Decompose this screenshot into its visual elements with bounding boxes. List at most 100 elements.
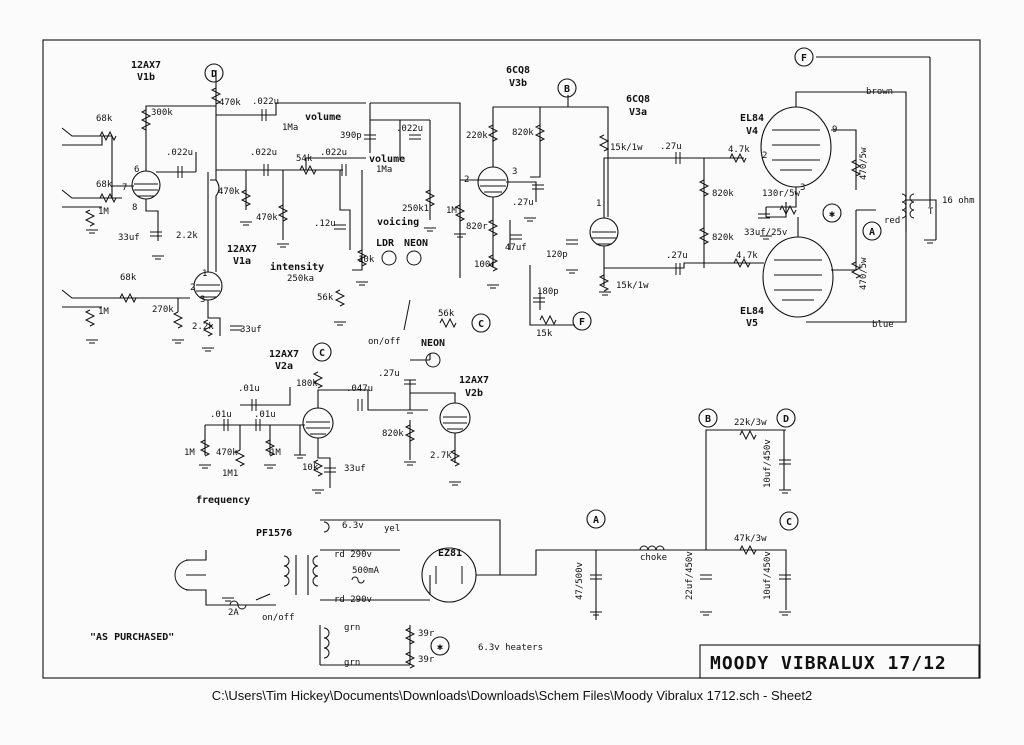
switch-label: on/off — [262, 613, 295, 623]
pin-number: 2 — [762, 151, 767, 161]
capacitor-label: 180p — [537, 287, 559, 297]
node-label: ✱ — [437, 642, 443, 653]
node-label: C — [478, 319, 484, 330]
resistor-label: 470k — [218, 187, 240, 197]
resistor-label: 470k — [216, 448, 238, 458]
as-purchased-note: "AS PURCHASED" — [90, 632, 174, 643]
volume-label: volume — [305, 112, 341, 123]
neon-label: NEON — [404, 238, 428, 249]
tube-type: 6CQ8 — [626, 94, 650, 105]
capacitor-label: 120p — [546, 250, 568, 260]
tube-id: V2b — [465, 388, 483, 399]
resistor-label: 300k — [151, 108, 173, 118]
winding-label: rd 290v — [334, 595, 372, 605]
pin-number: 2 — [464, 175, 469, 185]
capacitor-label: .12u — [314, 219, 336, 229]
capacitor-label: .27u — [666, 251, 688, 261]
node-label: D — [783, 414, 789, 425]
voicing-label: voicing — [377, 216, 419, 228]
resistor-label: 68k — [96, 180, 113, 190]
resistor-label: 820k — [382, 429, 404, 439]
capacitor-label: 10uf/450v — [763, 551, 773, 600]
node-label: C — [786, 517, 792, 528]
pin-number: 3 — [512, 167, 517, 177]
output-label: 16 ohm — [942, 196, 975, 206]
wire-color-label: grn — [344, 623, 360, 633]
component-labels: 68k 68k 1M 300k .022u 470k .022u 2.2k 33… — [96, 87, 975, 668]
control-labels: volume 1Ma volume 1Ma voicing 250k1 inte… — [196, 112, 445, 506]
node-label: C — [319, 348, 325, 359]
wire-color-label: grn — [344, 658, 360, 668]
resistor-label: 1M — [98, 307, 109, 317]
capacitor-label: .022u — [396, 124, 423, 134]
resistor-label: 470k — [256, 213, 278, 223]
volume-label: volume — [369, 154, 405, 165]
special-parts — [174, 193, 915, 659]
node-label: ✱ — [829, 209, 835, 220]
tube-id: V5 — [746, 318, 758, 329]
sheet-border — [42, 39, 981, 679]
wire-color-label: yel — [384, 524, 400, 534]
pin-number: 3 — [800, 183, 805, 193]
heaters-label: 6.3v heaters — [478, 643, 543, 653]
switch-label: on/off — [368, 337, 401, 347]
tube-id: V2a — [275, 361, 293, 372]
pot-value: 250k1 — [402, 204, 429, 214]
pin-number: 3 — [200, 295, 205, 305]
resistor-label: 39r — [418, 629, 435, 639]
tube-internals — [134, 129, 822, 584]
tube-id: V3b — [509, 78, 527, 89]
wire-color-label: brown — [866, 87, 893, 97]
resistor-label: 820k — [712, 233, 734, 243]
pin-number: 6 — [134, 165, 139, 175]
capacitor-label: .01u — [210, 410, 232, 420]
resistor-label: 470/5w — [859, 257, 869, 290]
pin-number: 1 — [202, 269, 207, 279]
resistor-label: 68k — [96, 114, 113, 124]
tube-id: V1b — [137, 72, 155, 83]
capacitor-label: 390p — [340, 131, 362, 141]
capacitor-label: .022u — [320, 148, 347, 158]
resistor-label: 270k — [152, 305, 174, 315]
resistor-label: 4.7k — [736, 251, 758, 261]
tube-id: V4 — [746, 126, 758, 137]
node-label: F — [579, 317, 585, 328]
resistor-label: 2.2k — [176, 231, 198, 241]
ldr-label: LDR — [376, 238, 395, 249]
tube-id: V3a — [629, 107, 647, 118]
resistors — [84, 87, 862, 669]
resistor-label: 10k — [302, 463, 319, 473]
resistor-label: 15k/1w — [610, 143, 643, 153]
resistor-label: 39r — [418, 655, 435, 665]
resistor-label: 470k — [219, 98, 241, 108]
capacitor-label: 47uf — [505, 243, 527, 253]
resistor-label: 10k — [358, 255, 375, 265]
resistor-label: 100r — [474, 260, 496, 270]
tube-envelopes — [131, 106, 834, 603]
wire-color-label: blue — [872, 320, 894, 330]
tube-type: 6CQ8 — [506, 65, 530, 76]
transformer-label: T — [928, 207, 934, 217]
capacitor-label: .047u — [346, 384, 373, 394]
resistor-label: 15k/1w — [616, 281, 649, 291]
resistor-label: 47k/3w — [734, 534, 767, 544]
resistor-label: 180k — [296, 379, 318, 389]
capacitor-label: .01u — [238, 384, 260, 394]
resistor-label: 15k — [536, 329, 553, 339]
winding-label: rd 290v — [334, 550, 372, 560]
pin-number: 9 — [832, 125, 837, 135]
capacitor-label: .27u — [378, 369, 400, 379]
frequency-label: frequency — [196, 495, 250, 506]
tube-labels: 12AX7 V1b 12AX7 V1a 6CQ8 V3b 6CQ8 V3a EL… — [131, 60, 764, 559]
pot-value: 1Ma — [282, 123, 298, 133]
resistor-label: 2.2k — [192, 322, 214, 332]
capacitor-label: .022u — [166, 148, 193, 158]
wiring — [61, 56, 937, 666]
resistor-label: 470/5w — [859, 147, 869, 180]
capacitor-label: 33uf — [344, 464, 366, 474]
power-transformer-label: PF1576 — [256, 528, 292, 539]
capacitor-label: 33uf — [118, 233, 140, 243]
node-label: A — [593, 515, 599, 526]
node-label: D — [211, 69, 217, 80]
resistor-label: 820k — [712, 189, 734, 199]
